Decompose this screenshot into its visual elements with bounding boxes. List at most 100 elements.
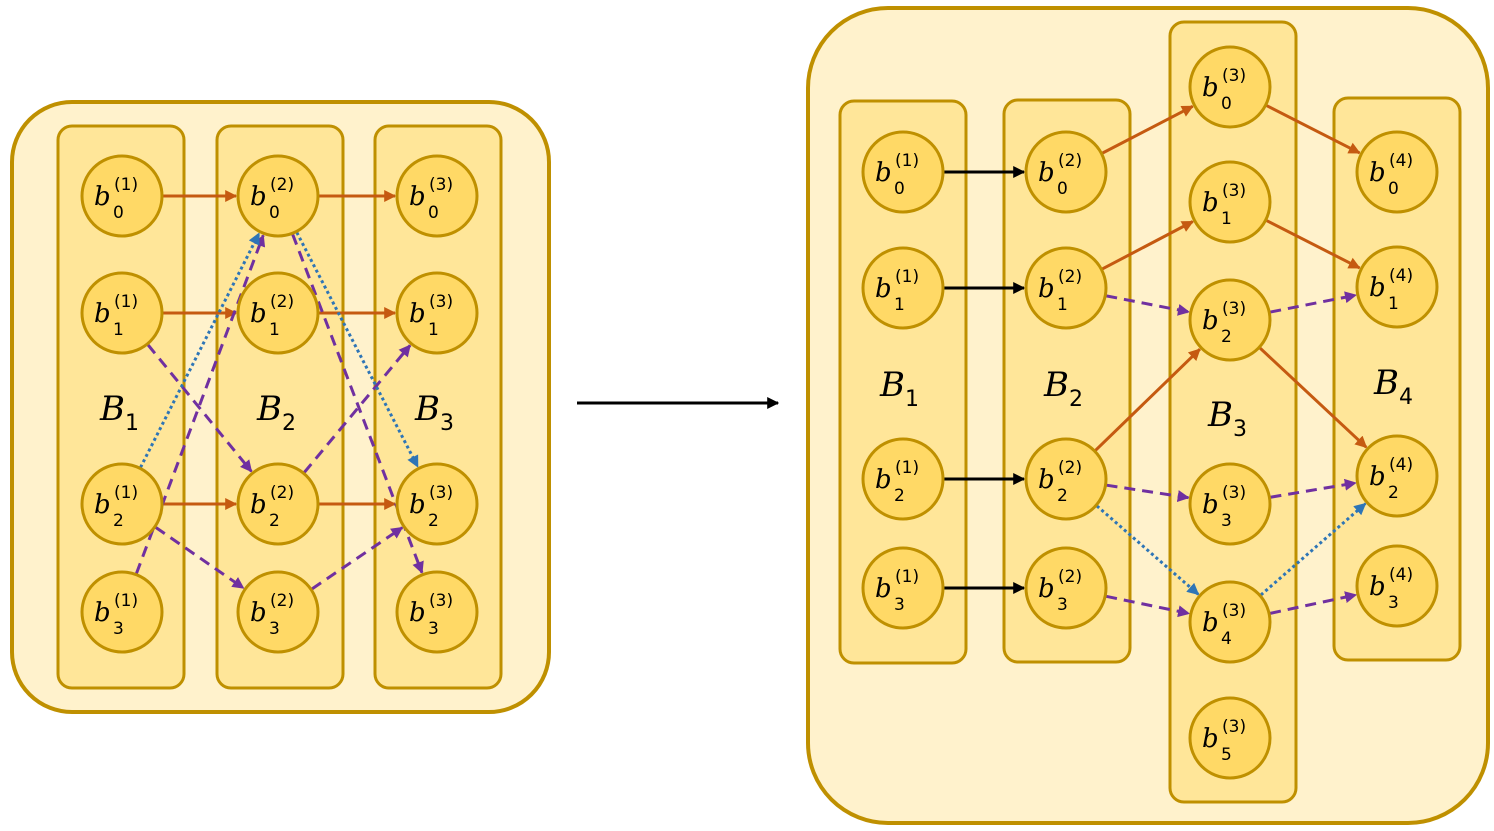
node-label-superscript: (2) xyxy=(270,483,294,503)
right-edges xyxy=(944,104,1368,618)
node-label-superscript: (4) xyxy=(1389,455,1413,475)
node-label-superscript: (1) xyxy=(895,458,919,478)
node-label-superscript: (2) xyxy=(1058,567,1082,587)
node-label-base: b xyxy=(1369,572,1386,602)
column-box xyxy=(838,99,968,665)
node-label-subscript: 3 xyxy=(894,595,905,615)
node-circle xyxy=(1188,462,1272,546)
node-label-base: b xyxy=(1038,274,1055,304)
edge-solid-r3n1-to-r4n1 xyxy=(1265,219,1361,270)
node-label-base: b xyxy=(1202,490,1219,520)
edge-dashed-r2n3-to-r3n4 xyxy=(1105,594,1191,618)
node-circle xyxy=(395,271,479,355)
edge-dotted-l2n0-to-l3n2 xyxy=(295,231,420,468)
node-label-superscript: (2) xyxy=(270,175,294,195)
edge-dashed-r2n2-to-r3n3 xyxy=(1106,483,1190,502)
node-label-base: b xyxy=(409,490,426,520)
node-label-base: b xyxy=(94,598,111,628)
node-label-subscript: 3 xyxy=(113,619,124,639)
node-l1n1: b(1)1 xyxy=(80,271,164,355)
node-label-superscript: (1) xyxy=(114,591,138,611)
node-label-superscript: (4) xyxy=(1389,151,1413,171)
node-label-subscript: 1 xyxy=(1057,295,1068,315)
node-label-subscript: 3 xyxy=(1221,511,1232,531)
node-label-base: b xyxy=(409,299,426,329)
node-label-superscript: (1) xyxy=(114,175,138,195)
node-r3n5: b(3)5 xyxy=(1188,696,1272,780)
node-circle xyxy=(1188,160,1272,244)
node-l3n3: b(3)3 xyxy=(395,570,479,654)
node-label-superscript: (2) xyxy=(270,292,294,312)
column-box xyxy=(215,124,345,690)
node-label-subscript: 0 xyxy=(894,179,905,199)
edge-dotted-l1n2-to-l2n0 xyxy=(139,232,261,469)
right-column-b2: B2 xyxy=(1002,98,1132,664)
node-r3n1: b(3)1 xyxy=(1188,160,1272,244)
node-label-subscript: 4 xyxy=(1221,629,1232,649)
node-label-subscript: 2 xyxy=(113,511,124,531)
edge-dashed-r3n3-to-r4n2 xyxy=(1270,478,1357,499)
left-column-b1: B1 xyxy=(56,124,186,690)
node-label-superscript: (3) xyxy=(429,175,453,195)
node-circle xyxy=(861,546,945,630)
node-label-base: b xyxy=(1202,306,1219,336)
node-label-superscript: (2) xyxy=(1058,458,1082,478)
column-box xyxy=(373,124,503,690)
left-column-b2: B2 xyxy=(215,124,345,690)
node-label-subscript: 0 xyxy=(1221,94,1232,114)
node-r2n3: b(2)3 xyxy=(1024,546,1108,630)
edge-dashed-r3n2-to-r4n1 xyxy=(1269,291,1357,314)
node-label-subscript: 3 xyxy=(1388,593,1399,613)
node-label-subscript: 0 xyxy=(113,203,124,223)
node-label-subscript: 1 xyxy=(894,295,905,315)
node-label-base: b xyxy=(1038,158,1055,188)
node-circle xyxy=(861,246,945,330)
node-label-base: b xyxy=(250,299,267,329)
edge-solid-r2n0-to-r3n0 xyxy=(1101,104,1194,155)
edge-dotted-r3n4-to-r4n2 xyxy=(1259,502,1367,597)
column-label: B1 xyxy=(879,365,919,412)
node-circle xyxy=(1188,45,1272,129)
node-label-subscript: 0 xyxy=(1057,179,1068,199)
column-label: B2 xyxy=(1043,365,1083,412)
right-nodes: b(1)0b(1)1b(1)2b(1)3b(2)0b(2)1b(2)2b(2)3… xyxy=(861,45,1439,780)
node-r2n2: b(2)2 xyxy=(1024,437,1108,521)
left-nodes: b(1)0b(1)1b(1)2b(1)3b(2)0b(2)1b(2)2b(2)3… xyxy=(80,154,479,654)
node-label-superscript: (3) xyxy=(1222,299,1246,319)
node-l3n2: b(3)2 xyxy=(395,462,479,546)
column-label: B1 xyxy=(99,389,139,436)
edge-dashed-l2n3-to-l3n2 xyxy=(311,526,404,591)
node-r2n1: b(2)1 xyxy=(1024,246,1108,330)
node-label-subscript: 2 xyxy=(894,486,905,506)
node-circle xyxy=(1188,580,1272,664)
node-label-superscript: (3) xyxy=(429,483,453,503)
node-label-base: b xyxy=(1038,465,1055,495)
column-box xyxy=(56,124,186,690)
node-circle xyxy=(395,462,479,546)
node-label-superscript: (3) xyxy=(1222,181,1246,201)
node-label-superscript: (1) xyxy=(895,151,919,171)
edge-solid-r3n2-to-r4n2 xyxy=(1258,346,1368,449)
node-l1n2: b(1)2 xyxy=(80,462,164,546)
node-circle xyxy=(1355,544,1439,628)
node-label-superscript: (3) xyxy=(429,591,453,611)
right-outer-container xyxy=(806,6,1490,825)
node-label-base: b xyxy=(94,490,111,520)
node-label-base: b xyxy=(1369,158,1386,188)
node-label-base: b xyxy=(875,158,892,188)
node-r2n0: b(2)0 xyxy=(1024,130,1108,214)
node-circle xyxy=(1024,246,1108,330)
node-circle xyxy=(1024,546,1108,630)
node-label-subscript: 3 xyxy=(269,619,280,639)
node-label-subscript: 0 xyxy=(428,203,439,223)
node-label-superscript: (1) xyxy=(895,567,919,587)
node-label-superscript: (1) xyxy=(114,292,138,312)
edge-dashed-l1n1-to-l2n2 xyxy=(146,343,253,473)
node-r3n3: b(3)3 xyxy=(1188,462,1272,546)
node-label-superscript: (1) xyxy=(895,267,919,287)
node-label-subscript: 1 xyxy=(113,320,124,340)
node-l1n0: b(1)0 xyxy=(80,154,164,238)
node-label-base: b xyxy=(875,574,892,604)
node-circle xyxy=(80,462,164,546)
node-label-base: b xyxy=(250,490,267,520)
